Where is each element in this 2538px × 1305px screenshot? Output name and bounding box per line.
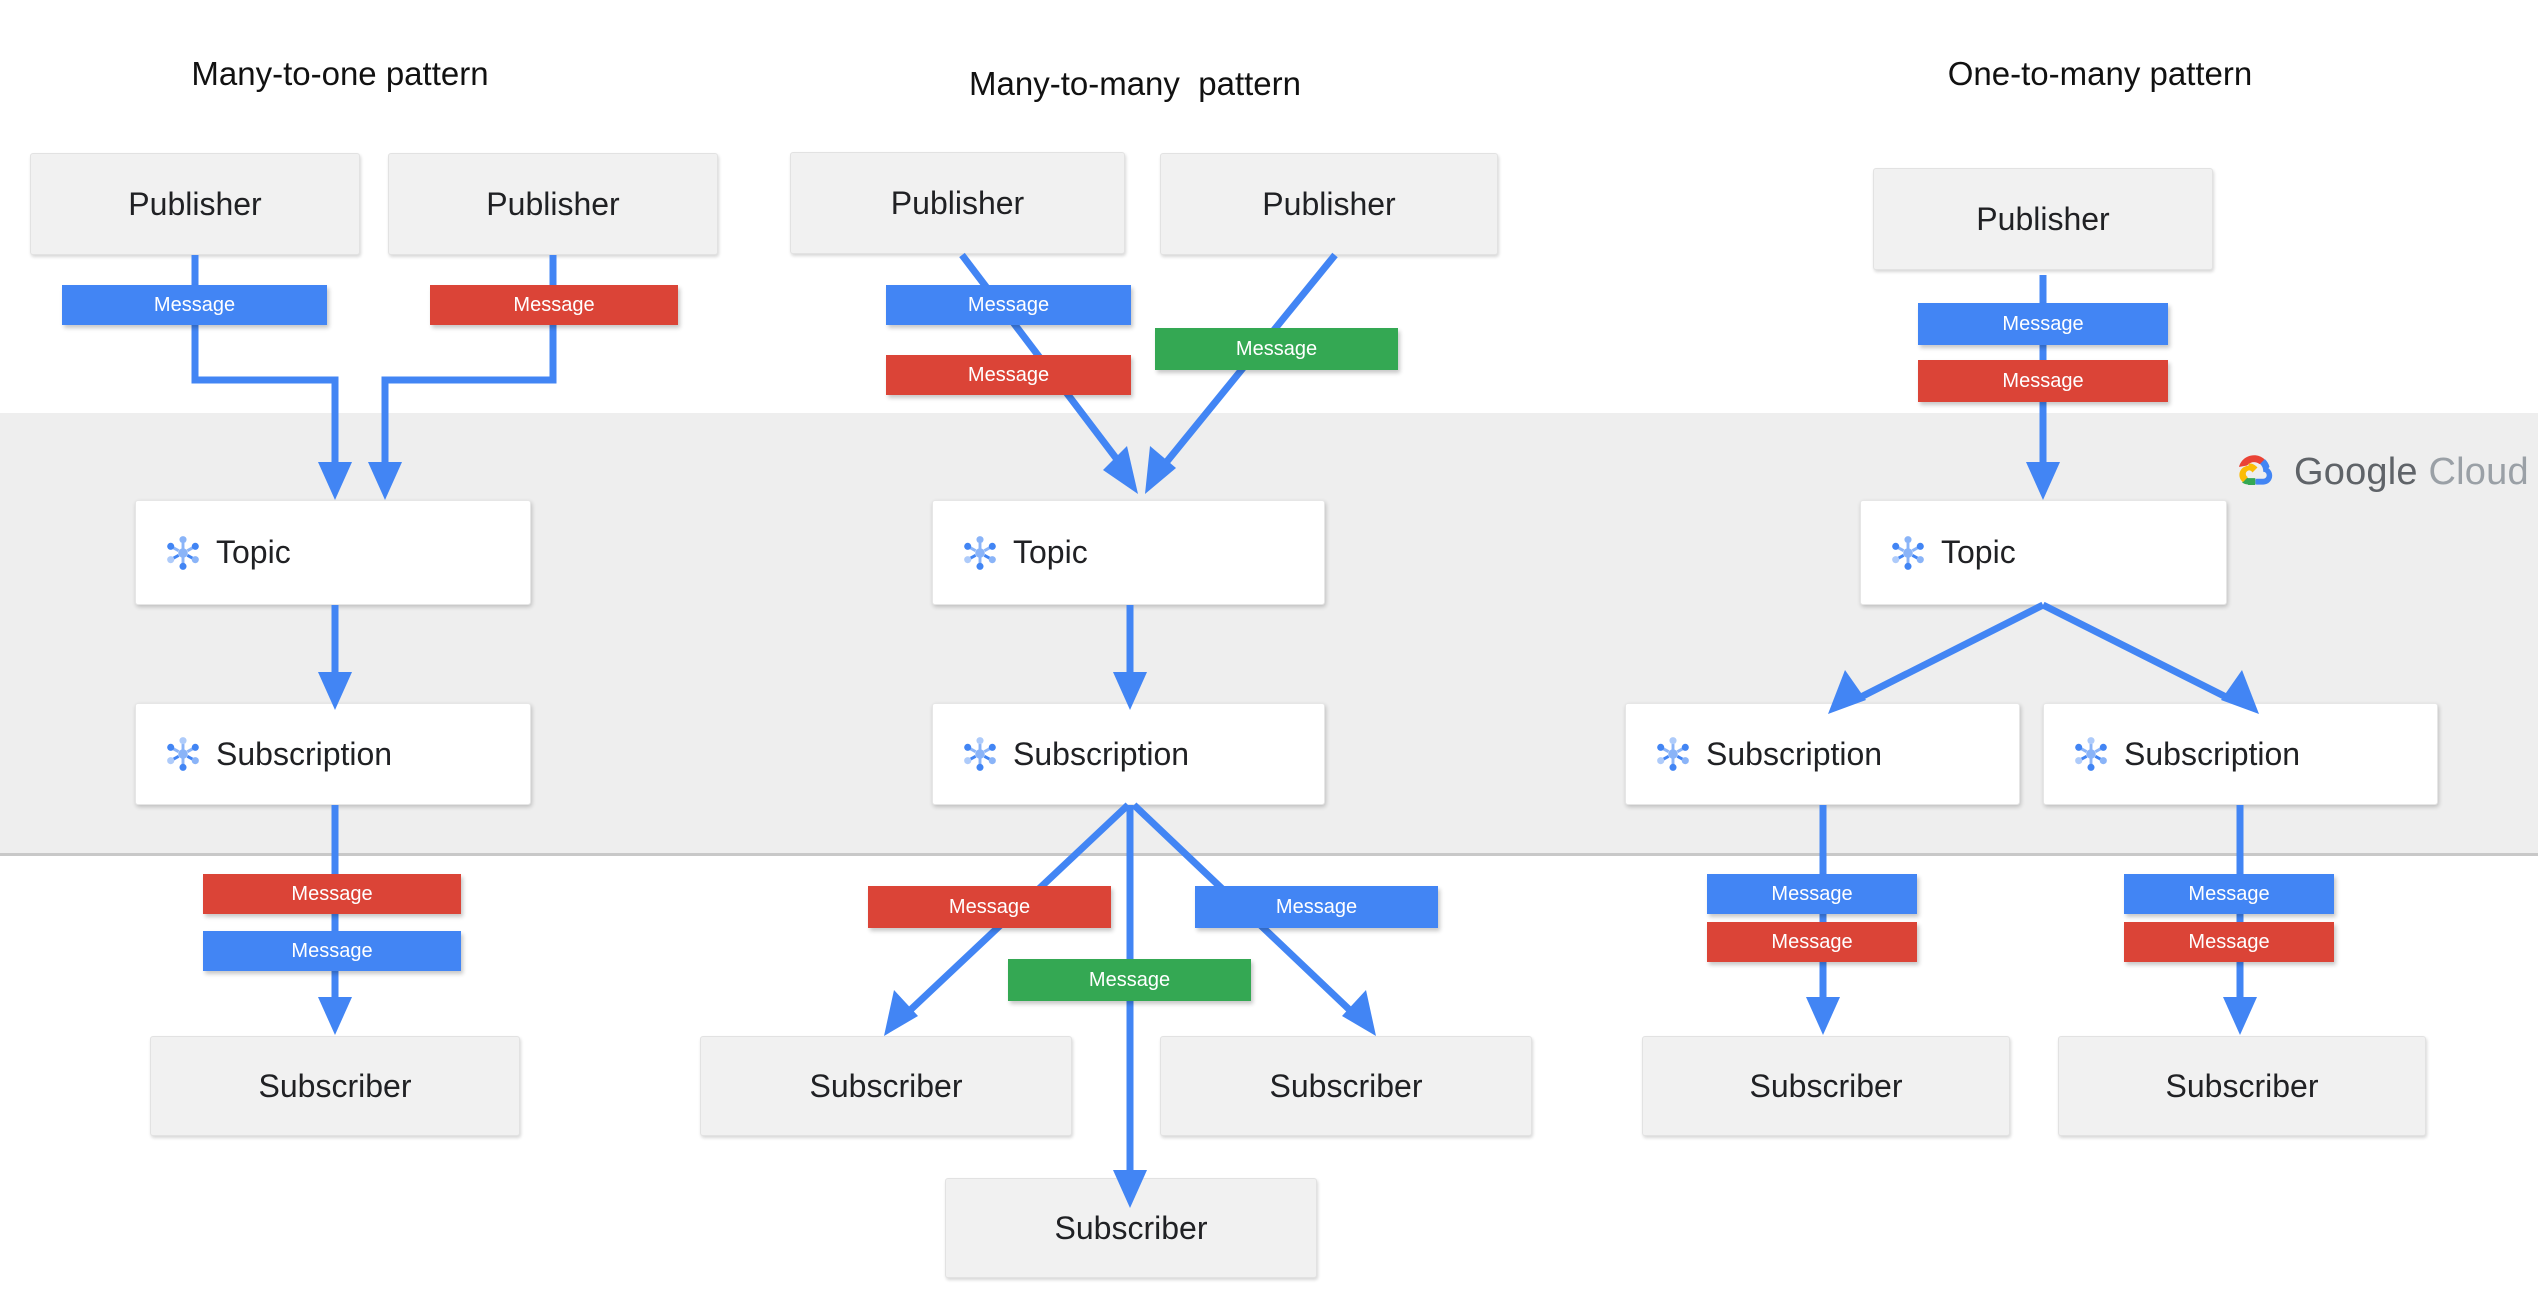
publisher-box-c1-2[interactable]: Publisher (388, 153, 718, 255)
message-label: Message (967, 363, 1050, 386)
message-chip-c2-delivery-1: Message (868, 886, 1111, 928)
publisher-label: Publisher (486, 185, 620, 222)
google-cloud-logo: Google Cloud (2228, 450, 2529, 494)
subscriber-box-c2-1[interactable]: Subscriber (700, 1036, 1072, 1136)
arrowhead-subscriber-left-c3 (1806, 997, 1840, 1035)
message-chip-c2-pub2-1: Message (1155, 328, 1398, 370)
publisher-box-c1-1[interactable]: Publisher (30, 153, 360, 255)
publisher-box-c3[interactable]: Publisher (1873, 168, 2213, 270)
subscriber-box-c2-3[interactable]: Subscriber (945, 1178, 1317, 1278)
message-chip-c2-pub1-2: Message (886, 355, 1131, 395)
topic-box-c1[interactable]: Topic (135, 500, 531, 605)
message-label: Message (1235, 337, 1318, 360)
subscription-label: Subscription (1013, 735, 1190, 772)
google-cloud-logo-icon (2238, 455, 2273, 485)
topic-box-c3[interactable]: Topic (1860, 500, 2227, 605)
message-chip-c3-left-2: Message (1707, 922, 1917, 962)
pubsub-subscription-icon (2075, 737, 2107, 771)
message-label: Message (291, 939, 373, 962)
subscriber-box-c1[interactable]: Subscriber (150, 1036, 520, 1136)
message-label: Message (1771, 930, 1853, 953)
message-label: Message (948, 895, 1031, 918)
message-chip-c2-delivery-3: Message (1008, 959, 1251, 1001)
message-label: Message (2188, 882, 2270, 905)
publisher-label: Publisher (890, 184, 1025, 221)
publisher-label: Publisher (1262, 185, 1396, 222)
message-chip-c3-pub-2: Message (1918, 360, 2168, 402)
message-label: Message (291, 882, 373, 905)
subscriber-label: Subscriber (258, 1067, 412, 1104)
pubsub-topic-icon (964, 535, 996, 570)
subscriber-box-c3-2[interactable]: Subscriber (2058, 1036, 2426, 1136)
subscription-label: Subscription (216, 735, 393, 772)
message-chip-c3-pub-1: Message (1918, 303, 2168, 345)
page-title-one-to-many: One-to-many pattern (1947, 55, 2253, 92)
message-chip-c2-delivery-2: Message (1195, 886, 1438, 928)
pubsub-topic-icon (167, 535, 199, 570)
subscriber-label: Subscriber (1054, 1209, 1208, 1246)
arrowhead-subscriber-right-c2 (1342, 990, 1376, 1036)
pubsub-topic-icon (1892, 535, 1924, 570)
message-chip-c1-delivery-1: Message (203, 874, 461, 914)
google-cloud-wordmark: Google Cloud (2294, 451, 2529, 494)
message-chip-c3-right-2: Message (2124, 922, 2334, 962)
message-chip-c2-pub1-1: Message (886, 285, 1131, 325)
subscriber-box-c3-1[interactable]: Subscriber (1642, 1036, 2010, 1136)
message-label: Message (1088, 968, 1171, 991)
topic-box-c2[interactable]: Topic (932, 500, 1325, 605)
subscription-box-c3-2[interactable]: Subscription (2043, 703, 2438, 805)
message-label: Message (2188, 930, 2270, 953)
message-label: Message (2002, 312, 2084, 335)
pubsub-subscription-icon (1657, 737, 1689, 771)
publisher-box-c2-2[interactable]: Publisher (1160, 153, 1498, 255)
arrowhead-subscriber-left-c2 (884, 990, 918, 1036)
message-label: Message (1771, 882, 1853, 905)
message-label: Message (513, 293, 595, 316)
message-label: Message (1275, 895, 1358, 918)
publisher-label: Publisher (128, 185, 262, 222)
message-chip-c3-left-1: Message (1707, 874, 1917, 914)
message-label: Message (153, 293, 236, 316)
message-chip-c1-delivery-2: Message (203, 931, 461, 971)
subscriber-label: Subscriber (2165, 1067, 2319, 1104)
arrowhead-subscription-to-subscriber-c1 (318, 997, 352, 1035)
topic-label: Topic (1941, 534, 2016, 570)
subscription-box-c1[interactable]: Subscription (135, 703, 531, 805)
message-chip-c1-pub1: Message (62, 285, 327, 325)
arrowhead-subscriber-right-c3 (2223, 997, 2257, 1035)
subscription-box-c3-1[interactable]: Subscription (1625, 703, 2020, 805)
topic-label: Topic (216, 534, 291, 570)
message-label: Message (2002, 369, 2084, 392)
subscription-box-c2[interactable]: Subscription (932, 703, 1325, 805)
brand-cloud: Cloud (2428, 450, 2529, 493)
message-label: Message (967, 293, 1050, 316)
pubsub-subscription-icon (964, 737, 996, 771)
subscriber-label: Subscriber (809, 1067, 963, 1104)
page-title-many-to-one: Many-to-one pattern (191, 55, 489, 92)
subscription-label: Subscription (2124, 735, 2301, 772)
subscriber-label: Subscriber (1749, 1067, 1903, 1104)
subscriber-box-c2-2[interactable]: Subscriber (1160, 1036, 1532, 1136)
message-chip-c3-right-1: Message (2124, 874, 2334, 914)
publisher-label: Publisher (1976, 200, 2110, 237)
topic-label: Topic (1013, 534, 1088, 570)
message-chip-c1-pub2: Message (430, 285, 678, 325)
brand-google: Google (2294, 450, 2418, 493)
pubsub-subscription-icon (167, 737, 199, 771)
publisher-box-c2-1[interactable]: Publisher (790, 152, 1125, 254)
subscription-label: Subscription (1706, 735, 1883, 772)
page-title-many-to-many: Many-to-many pattern (969, 65, 1301, 102)
subscriber-label: Subscriber (1269, 1067, 1423, 1104)
